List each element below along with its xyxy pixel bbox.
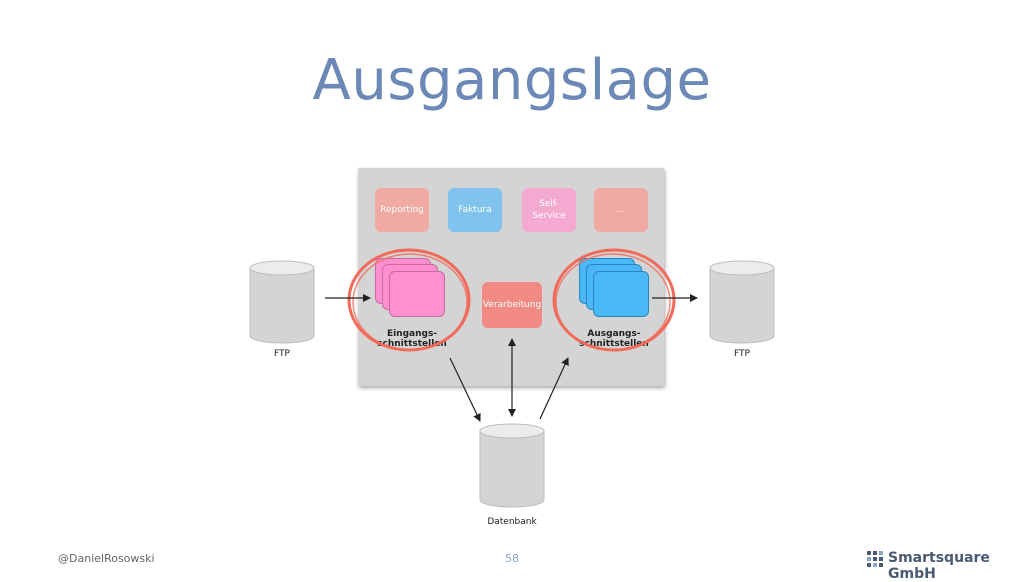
database-cylinder xyxy=(479,423,545,508)
company-name: Smartsquare GmbH xyxy=(888,550,990,582)
output-highlight-circle xyxy=(552,248,676,352)
output-card-front xyxy=(593,271,649,317)
author-handle: @DanielRosowski xyxy=(58,552,155,565)
ftp-left-cylinder xyxy=(249,260,315,344)
module-self-service-label-1: Self- xyxy=(539,199,559,209)
input-card-front xyxy=(389,271,445,317)
input-interfaces-label-2: schnittstellen xyxy=(377,339,447,349)
input-highlight-circle xyxy=(347,248,471,352)
module-reporting: Reporting xyxy=(375,188,429,232)
slide-title: Ausgangslage xyxy=(312,48,712,113)
page-number: 58 xyxy=(505,552,519,565)
module-faktura: Faktura xyxy=(448,188,502,232)
module-reporting-label: Reporting xyxy=(380,205,424,215)
module-faktura-label: Faktura xyxy=(458,205,492,215)
output-interfaces-label: Ausgangs- schnittstellen xyxy=(572,329,656,349)
arrow-database-to-output xyxy=(539,357,569,420)
module-verarbeitung-label: Verarbeitung xyxy=(482,300,542,310)
database-label: Datenbank xyxy=(487,517,537,527)
module-self-service-label-2: Service xyxy=(532,211,566,221)
ftp-right-label: FTP xyxy=(734,349,750,359)
module-verarbeitung: Verarbeitung xyxy=(482,282,542,328)
module-more: ... xyxy=(594,188,648,232)
output-interfaces-label-2: schnittstellen xyxy=(579,339,649,349)
arrow-input-to-database xyxy=(449,357,481,422)
ftp-left-label: FTP xyxy=(274,349,290,359)
module-self-service: Self- Service xyxy=(522,188,576,232)
output-interfaces-label-1: Ausgangs- xyxy=(587,329,641,339)
input-interfaces-label-1: Eingangs- xyxy=(386,329,438,339)
module-more-label: ... xyxy=(616,205,626,215)
input-interfaces-label: Eingangs- schnittstellen xyxy=(372,329,452,349)
company-logo-icon xyxy=(867,551,883,567)
ftp-right-cylinder xyxy=(709,260,775,344)
